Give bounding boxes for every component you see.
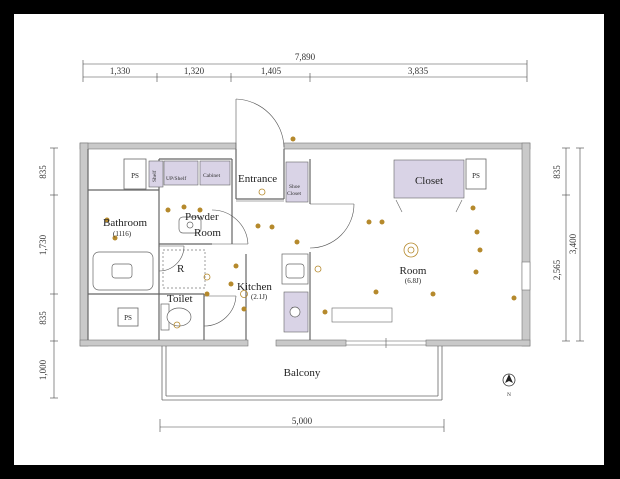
dim-left-3: 835 xyxy=(38,311,48,325)
electrical-icons xyxy=(104,136,517,315)
dim-top-3: 1,405 xyxy=(261,66,282,76)
ps-left-label: PS xyxy=(131,172,139,180)
kitchen-sink xyxy=(281,253,309,318)
bathroom-size: (1116) xyxy=(113,230,132,238)
shelf-label: Shelf xyxy=(151,170,158,182)
right-dimension-lines xyxy=(562,147,584,342)
doors xyxy=(158,98,355,327)
dim-right-total: 3,400 xyxy=(568,233,578,254)
dim-bottom: 5,000 xyxy=(292,416,313,426)
powder-room-line1: Powder xyxy=(185,211,219,223)
dim-left-4: 1,000 xyxy=(38,359,48,380)
room-size: (6.8J) xyxy=(405,277,422,285)
bathtub xyxy=(92,251,154,291)
dim-top-4: 3,835 xyxy=(408,66,429,76)
toilet-fixture xyxy=(160,303,192,331)
exterior-walls xyxy=(79,142,531,347)
floor-plan: 7,890 1,330 1,320 1,405 3,835 835 1,730 … xyxy=(14,14,604,465)
kitchen-size: (2.1J) xyxy=(251,293,268,301)
dim-right-2: 2,565 xyxy=(552,259,562,280)
closet-doors xyxy=(395,199,463,213)
washbasin xyxy=(178,216,202,234)
dim-top-2: 1,320 xyxy=(184,66,205,76)
balcony-label: Balcony xyxy=(284,367,321,379)
cabinet-label: Cabinet xyxy=(203,173,221,179)
storage-fixtures xyxy=(148,159,465,333)
north-arrow-icon xyxy=(502,373,516,387)
toilet-label: Toilet xyxy=(167,293,193,305)
balcony xyxy=(161,346,443,401)
room-label: Room xyxy=(400,265,427,277)
bottom-dimension-lines xyxy=(159,419,445,432)
tv-console xyxy=(331,307,393,323)
north-label: N xyxy=(507,392,511,398)
dim-left-2: 1,730 xyxy=(38,234,48,255)
floor-plan-drawing: 7,890 1,330 1,320 1,405 3,835 835 1,730 … xyxy=(38,52,584,432)
ps-right-label: PS xyxy=(472,172,480,180)
ps-toilet-label: PS xyxy=(124,314,132,322)
powder-room-line2: Room xyxy=(194,227,221,239)
dim-top-total: 7,890 xyxy=(295,52,316,62)
window-right xyxy=(521,261,531,291)
bathroom-label: Bathroom xyxy=(103,217,147,229)
refrigerator-label: R xyxy=(177,263,185,275)
entrance-label: Entrance xyxy=(238,173,277,185)
dim-top-1: 1,330 xyxy=(110,66,131,76)
left-dimension-lines xyxy=(50,147,58,399)
top-dimension-lines xyxy=(82,60,528,82)
refrigerator-space xyxy=(162,249,206,289)
kitchen-label: Kitchen xyxy=(237,281,272,293)
shoe-closet-line2: Closet xyxy=(287,191,302,197)
closet-label: Closet xyxy=(415,175,443,187)
dim-right-1: 835 xyxy=(552,165,562,179)
up-shelf-label: UP/Shelf xyxy=(166,175,186,182)
ps-shafts xyxy=(117,158,487,327)
balcony-window xyxy=(346,338,426,348)
light-fixtures xyxy=(173,188,419,329)
shoe-closet-line1: Shoe xyxy=(289,184,301,190)
dim-left-1: 835 xyxy=(38,165,48,179)
